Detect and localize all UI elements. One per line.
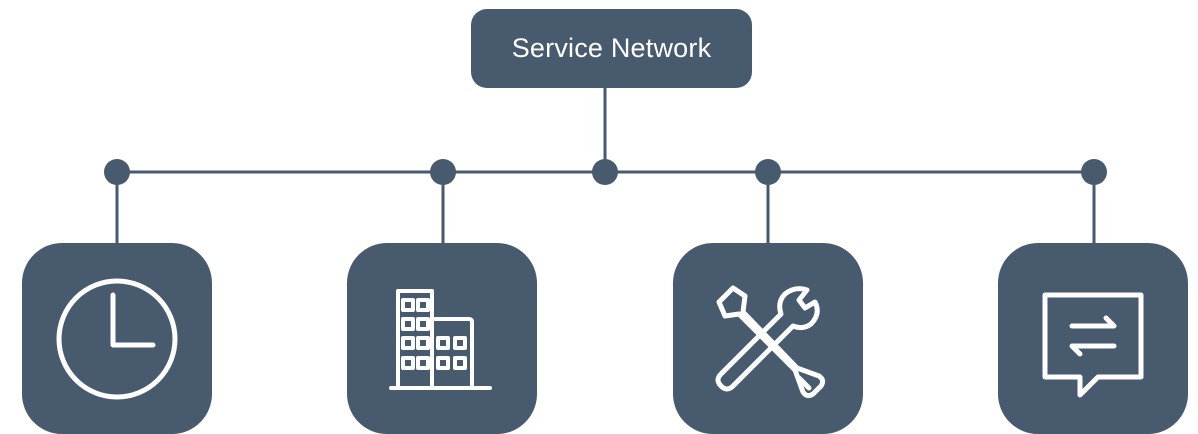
wrench-screwdriver-icon xyxy=(715,285,826,398)
message-exchange-icon xyxy=(1042,292,1144,397)
root-node-label: Service Network xyxy=(511,33,712,63)
clock-icon xyxy=(56,278,178,399)
junction-dot-4 xyxy=(1081,159,1107,185)
office-building-icon xyxy=(389,288,492,390)
child-node-tools[interactable] xyxy=(673,243,863,434)
junction-dot-3 xyxy=(755,159,781,185)
child-node-building[interactable] xyxy=(347,243,537,434)
junction-dot-center xyxy=(592,159,618,185)
junction-dot-2 xyxy=(430,159,456,185)
child-node-messages[interactable] xyxy=(998,243,1188,434)
service-network-node[interactable]: Service Network xyxy=(471,9,752,88)
child-node-clock[interactable] xyxy=(22,243,212,434)
junction-dot-1 xyxy=(104,159,130,185)
